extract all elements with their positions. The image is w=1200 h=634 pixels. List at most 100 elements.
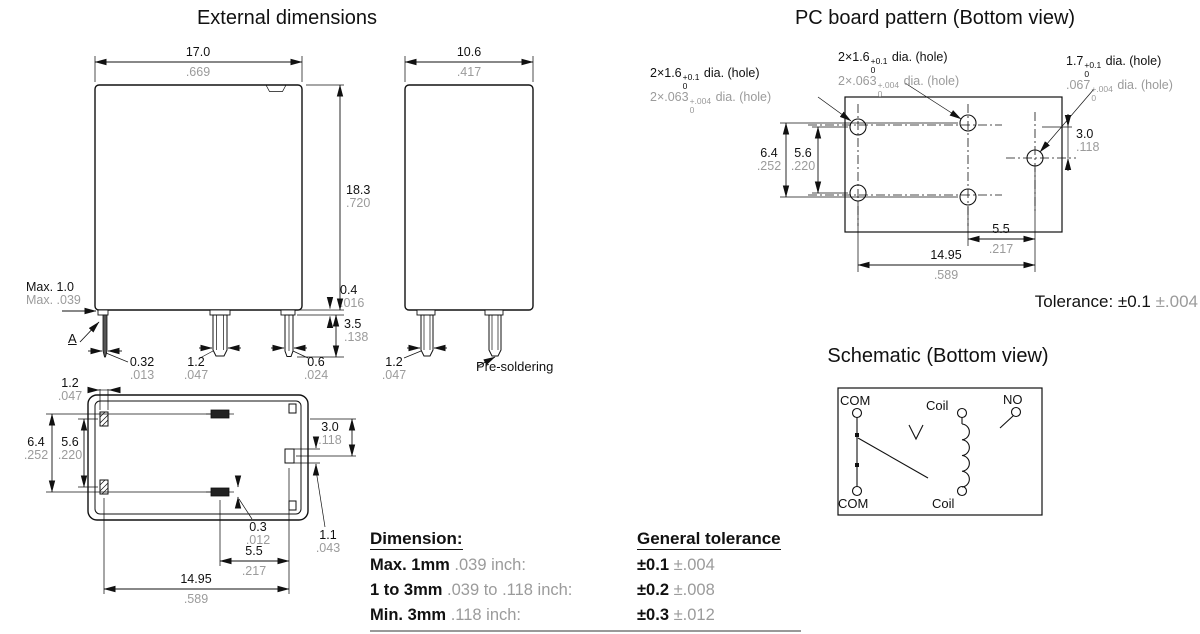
mm-value: 0.6 — [307, 355, 325, 369]
table-row-tol-3: ±0.3 ±.012 — [637, 606, 715, 625]
tol-minus: 0 — [877, 88, 883, 99]
no-contact — [999, 415, 1014, 429]
tol-mm: ±0.3 — [637, 606, 669, 624]
front-view-drawing — [62, 56, 344, 363]
tol-minus: 0 — [1084, 68, 1090, 79]
dim-front-pin-length: 3.5.138 — [344, 318, 368, 344]
table-row-dim-1: Max. 1mm .039 inch: — [370, 556, 526, 575]
tol-plus: +0.1 — [1084, 60, 1102, 70]
terminal-com-bottom — [851, 485, 863, 497]
mm-value: 3.5 — [344, 317, 362, 331]
inch-value: .016 — [340, 296, 365, 310]
dim-front-step: 0.4.016 — [340, 284, 364, 310]
contact-blade — [857, 437, 929, 479]
mm-value: 5.5 — [992, 222, 1010, 236]
schematic-label-coil-bottom: Coil — [932, 496, 955, 511]
mm-value: 0.4 — [340, 283, 358, 297]
tolerance-mm: Tolerance: ±0.1 — [1034, 292, 1151, 311]
hole-dia: .067 — [1066, 78, 1091, 92]
dim-bottom-slot: 1.2.047 — [50, 377, 90, 403]
tol-plus: +.004 — [689, 96, 712, 106]
front-dimension-lines — [62, 56, 344, 363]
terminal-com-top — [851, 407, 863, 419]
tolerance-inch: ±.004 — [1150, 292, 1198, 311]
front-pin-left — [102, 314, 108, 358]
tol-mm: ±0.1 — [637, 556, 669, 574]
tol-inch: ±.012 — [669, 606, 715, 624]
tol-minus: 0 — [689, 104, 695, 115]
inch-value: .252 — [23, 448, 49, 462]
inch-value: Max. .039 — [26, 293, 81, 307]
mm-value: 1.2 — [187, 355, 205, 369]
dim-pcb-64: 6.4.252 — [754, 147, 784, 173]
junction-dot — [855, 433, 859, 437]
mm-value: 0.32 — [129, 355, 155, 369]
terminal-coil-top — [956, 407, 968, 419]
hole-suffix: dia. (hole) — [900, 74, 960, 88]
terminal-no — [1010, 406, 1022, 418]
mm-value: 14.95 — [930, 248, 962, 262]
inch-value: .043 — [315, 541, 341, 555]
section-title-external: External dimensions — [196, 7, 378, 29]
coil-symbol — [961, 423, 970, 488]
inch-value: .217 — [241, 564, 267, 578]
side-pin-right — [488, 314, 502, 357]
hole-suffix: dia. (hole) — [1113, 78, 1173, 92]
mm-value: 1.2 — [385, 355, 403, 369]
dim-inch: .039 inch: — [449, 556, 526, 574]
inch-value: .047 — [183, 368, 209, 382]
schematic-label-no: NO — [1003, 392, 1023, 407]
front-pin-middle — [212, 314, 228, 357]
mm-value: 3.0 — [321, 420, 339, 434]
mm-value: 6.4 — [760, 146, 778, 160]
schematic-drawing — [837, 387, 1043, 516]
inch-value: .047 — [57, 389, 83, 403]
inch-value: .118 — [1076, 140, 1100, 154]
inch-value: .118 — [318, 433, 342, 447]
dim-mm: Min. 3mm — [370, 606, 447, 624]
dim-bottom-56: 5.6.220 — [56, 436, 84, 462]
mm-value: 18.3 — [346, 183, 371, 197]
inch-value: .012 — [245, 533, 271, 547]
dim-mm: 1 to 3mm — [370, 581, 443, 599]
table-row-dim-2: 1 to 3mm .039 to .118 inch: — [370, 581, 572, 600]
dim-pcb-55: 5.5.217 — [979, 223, 1023, 256]
dim-front-pin2: 1.2.047 — [172, 356, 220, 382]
mm-value: 6.4 — [27, 435, 45, 449]
hole-dia: 2×1.6 — [650, 66, 682, 80]
terminal-coil-bottom — [956, 485, 968, 497]
dim-bottom-30: 3.0.118 — [310, 421, 350, 447]
tol-minus: 0 — [682, 80, 688, 91]
mm-value: 10.6 — [456, 45, 482, 59]
inch-value: .047 — [381, 368, 407, 382]
dim-mm: Max. 1mm — [370, 556, 450, 574]
hole-dia: 1.7 — [1066, 54, 1084, 68]
inch-value: .417 — [456, 65, 482, 79]
inch-value: .138 — [344, 330, 369, 344]
hole-dia: 2×.063 — [650, 90, 689, 104]
dim-inch: .039 to .118 inch: — [442, 581, 573, 599]
side-dimension-lines — [403, 56, 534, 367]
inch-value: .720 — [346, 196, 371, 210]
dim-bottom-1495: 14.95.589 — [166, 573, 226, 606]
table-row-tol-2: ±0.2 ±.008 — [637, 581, 715, 600]
dim-side-pin: 1.2.047 — [370, 356, 418, 382]
mm-value: 1.1 — [319, 528, 337, 542]
table-row-dim-3: Min. 3mm .118 inch: — [370, 606, 521, 625]
table-row-tol-1: ±0.1 ±.004 — [637, 556, 715, 575]
dim-pcb-56: 5.6.220 — [788, 147, 818, 173]
relay-front-body — [94, 84, 303, 311]
bottom-view-drawing — [46, 386, 356, 594]
